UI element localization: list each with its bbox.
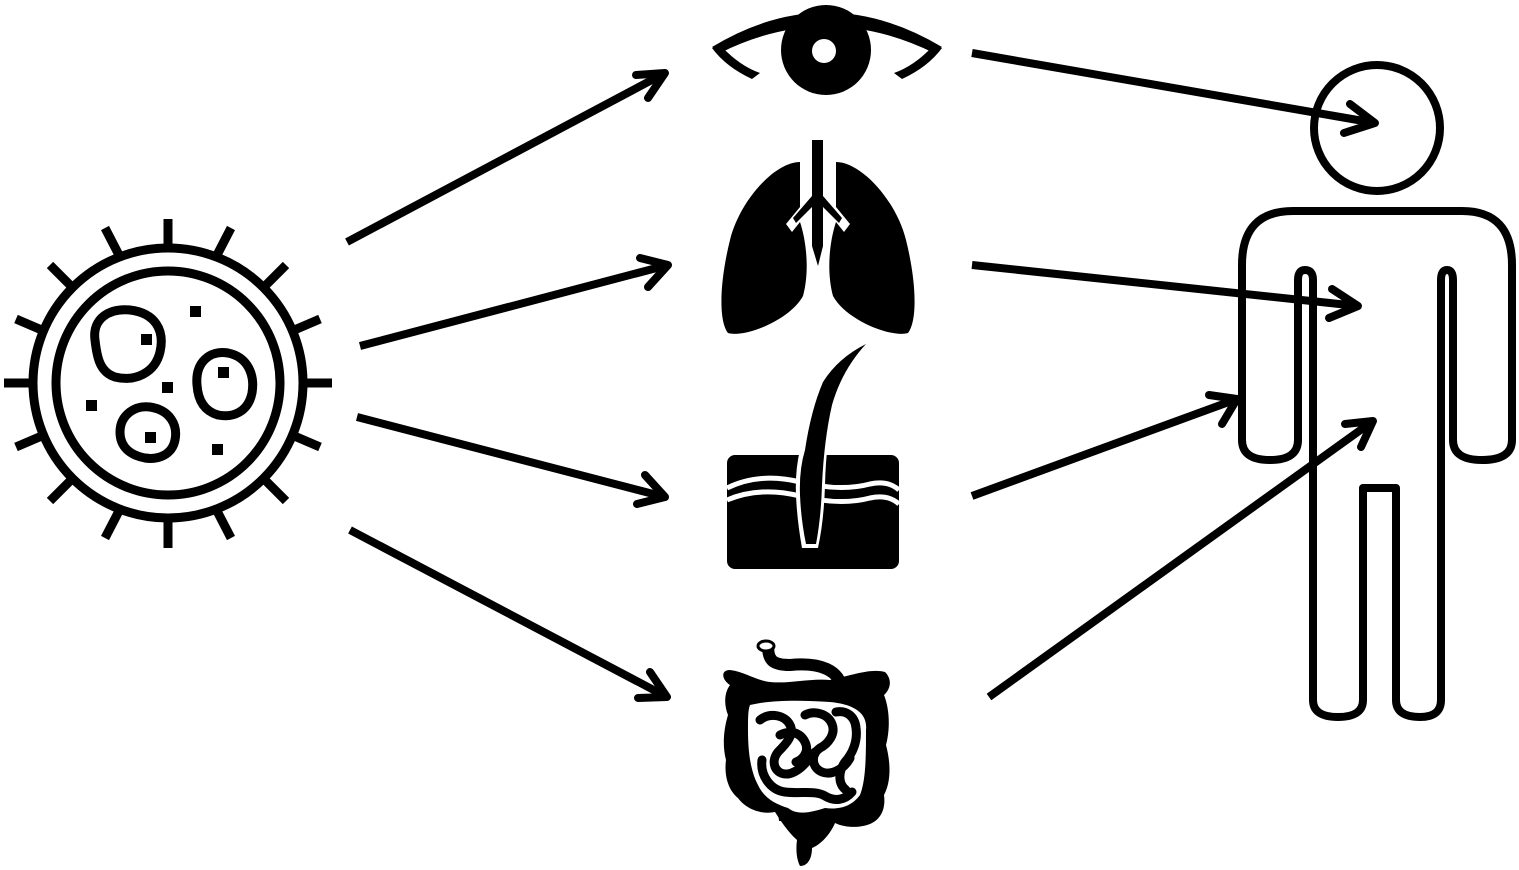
eye-icon — [712, 5, 942, 95]
skin-hair-follicle-icon — [727, 340, 899, 569]
arrow-pathogen-to-eye — [347, 73, 665, 242]
virus-icon — [4, 219, 332, 548]
arrow-pathogen-to-lungs — [360, 258, 668, 346]
intestine-icon — [723, 641, 890, 866]
lungs-icon — [721, 140, 914, 334]
arrow-pathogen-to-intestine — [350, 530, 667, 698]
human-body-outline-icon — [1242, 65, 1512, 717]
arrow-pathogen-to-skin — [357, 417, 665, 504]
arrow-skin-to-human — [972, 395, 1237, 496]
